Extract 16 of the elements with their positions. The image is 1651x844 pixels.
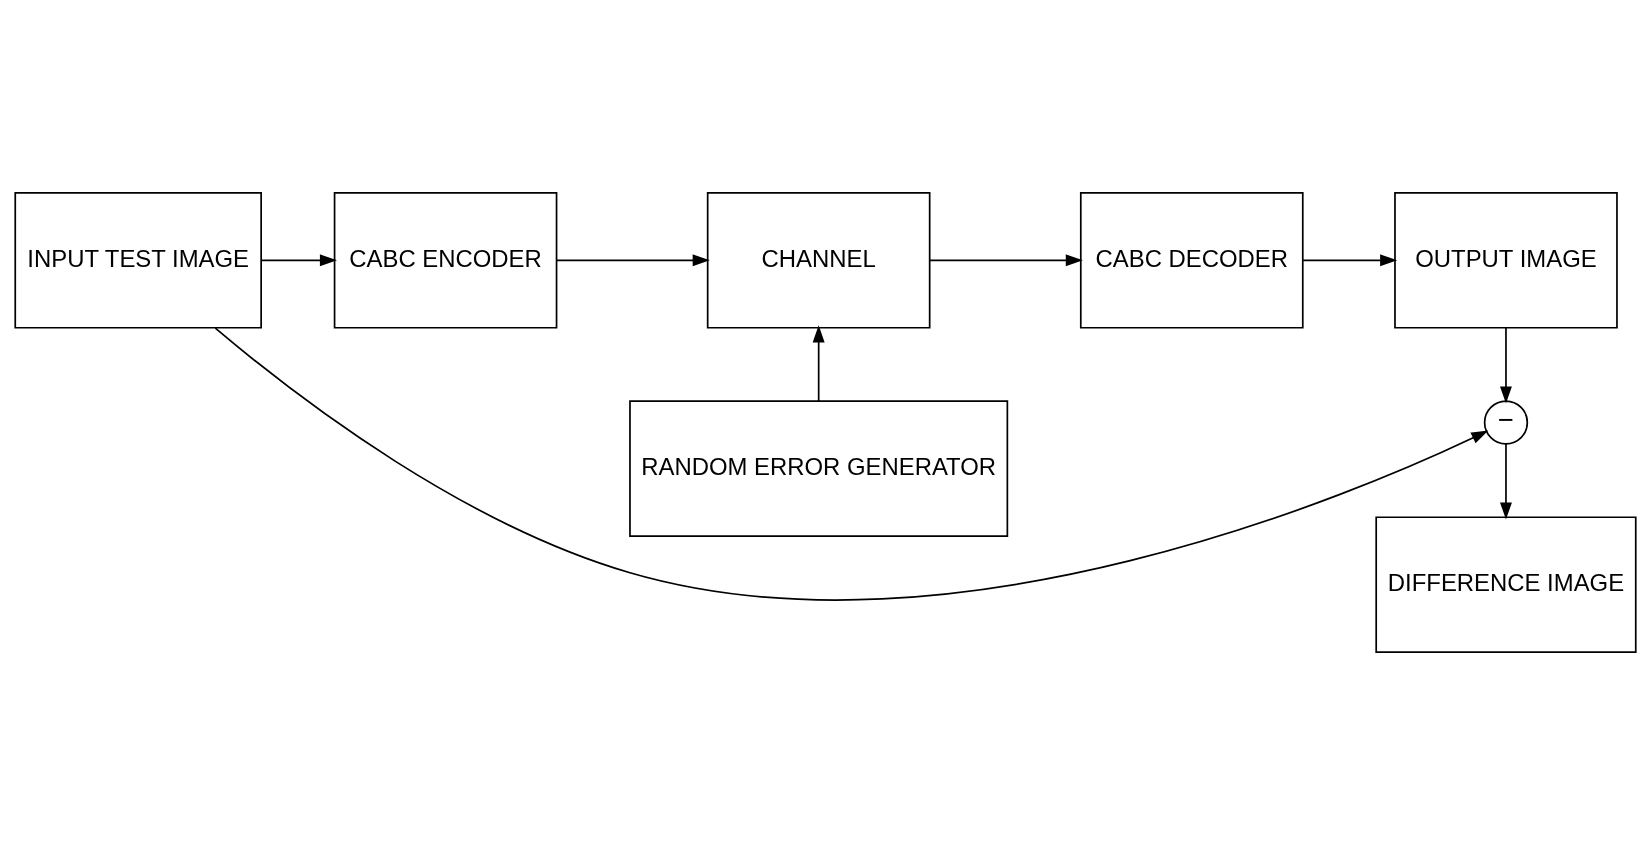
node-circle: −	[1483, 399, 1529, 445]
arrow	[555, 253, 710, 266]
arrow	[1500, 442, 1512, 519]
node-box: CHANNEL	[706, 191, 931, 329]
arrow	[1500, 326, 1512, 404]
node-box: CABC ENCODER	[333, 191, 558, 329]
node-box: DIFFERENCE IMAGE	[1375, 515, 1637, 653]
arrow	[928, 253, 1083, 266]
node-box: OUTPUT IMAGE	[1394, 191, 1618, 329]
arrow	[1302, 253, 1398, 266]
arrow	[812, 324, 825, 402]
node-box: CABC DECODER	[1079, 191, 1304, 329]
arrow	[260, 253, 337, 266]
node-box: RANDOM ERROR GENERATOR	[629, 399, 1009, 537]
node-box: INPUT TEST IMAGE	[14, 191, 262, 329]
arrow	[214, 326, 1489, 600]
